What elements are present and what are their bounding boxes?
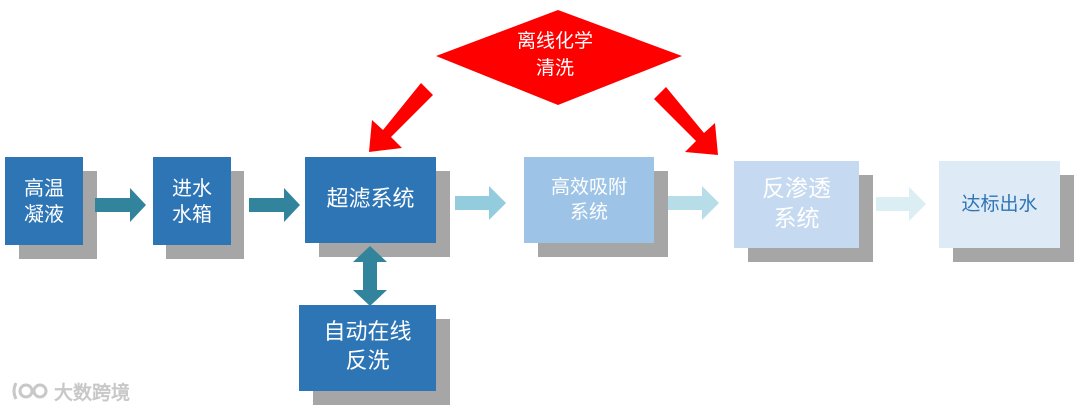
arrow-ultrafiltration-to-adsorption	[455, 186, 506, 220]
arrow-ultrafiltration-online-backwash	[353, 246, 387, 306]
node-feed-tank: 进水 水箱	[153, 157, 231, 245]
watermark: 大数跨境	[10, 376, 130, 406]
arrow-offline-cleaning-to-ultrafiltration	[369, 83, 433, 152]
node-ultrafiltration: 超滤系统	[305, 157, 436, 243]
node-adsorption: 高效吸附 系统	[524, 157, 654, 243]
node-compliant-water: 达标出水	[939, 161, 1060, 248]
arrow-feed-tank-to-ultrafiltration	[249, 188, 300, 222]
node-offline-cleaning: 离线化学 清洗	[516, 30, 593, 79]
node-reverse-osmosis: 反渗透 系统	[734, 161, 859, 248]
arrow-reverse-osmosis-to-compliant-water	[876, 187, 926, 221]
watermark-text: 大数跨境	[54, 381, 131, 404]
arrow-hot-condensate-to-feed-tank	[95, 188, 146, 222]
node-online-backwash: 自动在线 反洗	[299, 305, 436, 391]
arrow-adsorption-to-reverse-osmosis	[668, 186, 719, 220]
node-hot-condensate: 高温 凝液	[5, 157, 83, 245]
brand-logo-icon	[12, 382, 48, 400]
offline-cleaning-diamond	[436, 10, 682, 105]
arrow-offline-cleaning-to-reverse-osmosis	[654, 87, 718, 155]
